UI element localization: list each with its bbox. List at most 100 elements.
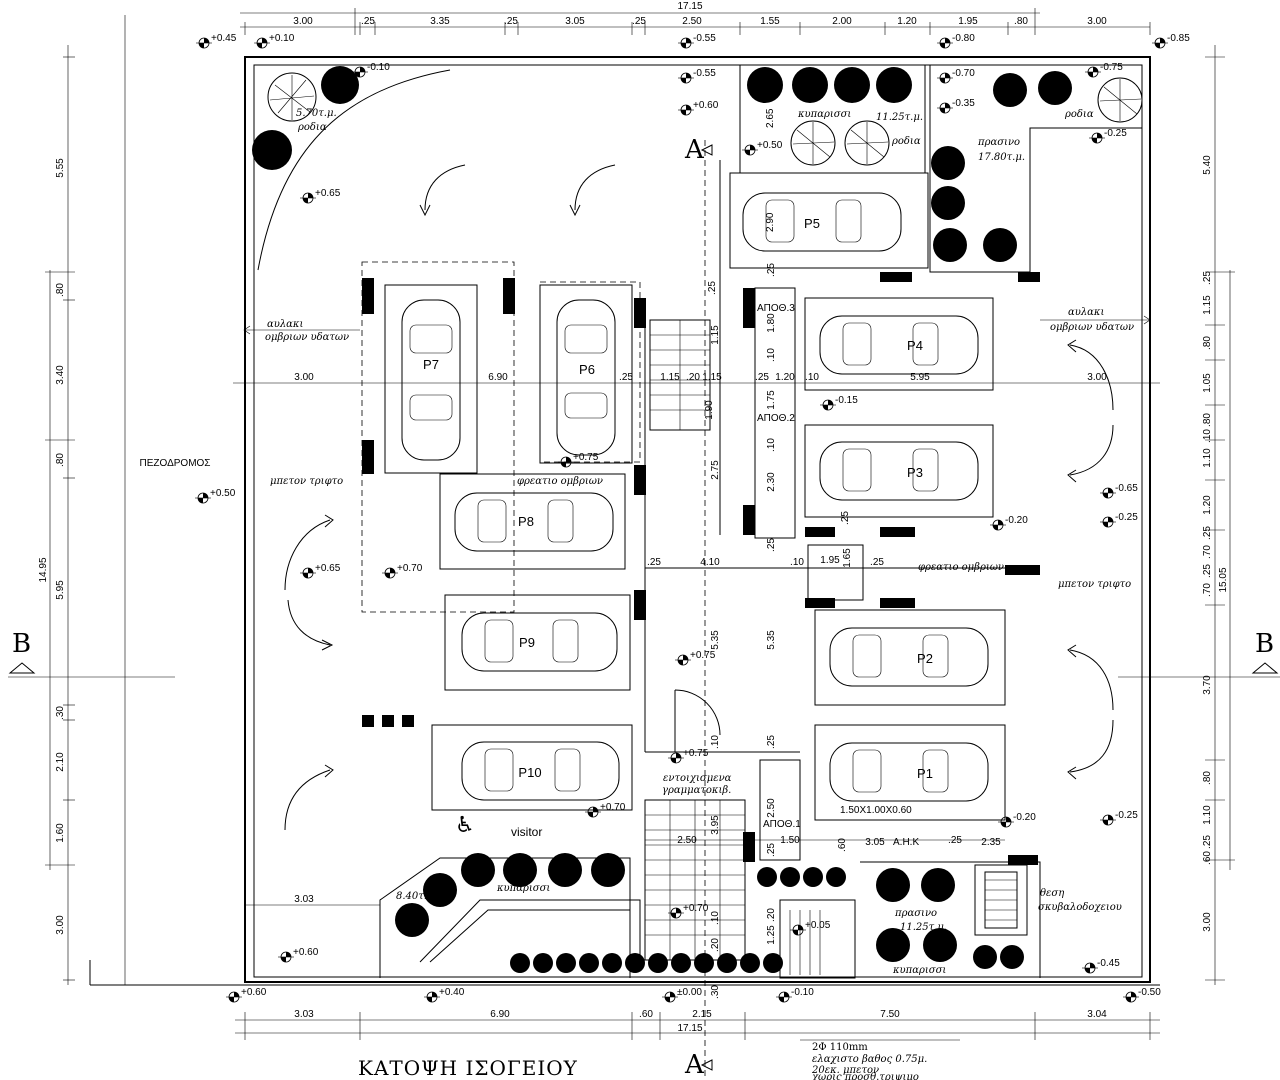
- shrub-icon: [321, 66, 359, 104]
- misc-dim-10: .20: [710, 938, 721, 952]
- level-marker: +0.65: [300, 563, 341, 579]
- stairs: [650, 320, 710, 430]
- row1-dim-11: 3.00: [1087, 372, 1107, 383]
- level-value: -0.70: [952, 68, 975, 79]
- left-dim-5: 5.95: [55, 580, 66, 600]
- left-dim-9: 3.00: [55, 915, 66, 935]
- car-p3: P3: [819, 441, 979, 501]
- misc-dim-12: .60: [837, 838, 848, 852]
- kyparissi-top-area: 11.25τ.μ.: [876, 112, 923, 123]
- section-a-bottom: A: [684, 1050, 705, 1080]
- section-b-markers: B B: [8, 629, 1280, 678]
- level-value: -0.20: [1013, 812, 1036, 823]
- dim-v1: 2.75: [710, 460, 721, 480]
- gutter-right-2: ομβριων υδατων: [1050, 322, 1134, 333]
- row1-dim-6: 1.15: [702, 372, 722, 383]
- level-marker: -0.10: [776, 987, 814, 1003]
- right-dim-7: .10: [1202, 429, 1213, 443]
- left-dim-2: .80: [55, 283, 66, 297]
- right-dim-18: .60: [1202, 851, 1213, 865]
- top-dim-7: 2.50: [682, 16, 702, 27]
- misc-dim-8: .20: [766, 908, 777, 922]
- rodia-label-2: ροδια: [891, 136, 921, 147]
- section-b-left: B: [12, 629, 31, 659]
- row1-dim-4: 1.15: [660, 372, 680, 383]
- garden-bottom: κυπαρισσι 8.40τ.μ.: [379, 799, 1122, 979]
- level-marker: -0.20: [998, 812, 1036, 828]
- misc-dim-4: .25: [766, 538, 777, 552]
- parking-bays: [384, 172, 1006, 821]
- bottom-dim-3: .60: [639, 1009, 653, 1020]
- garden-top-middle: κυπαρισσι 11.25τ.μ. ροδια 2.65: [739, 64, 926, 174]
- level-value: -0.15: [835, 395, 858, 406]
- rodia-label: ροδια: [297, 122, 327, 133]
- level-marker: +0.65: [300, 188, 341, 204]
- misc-dim-15: .25: [766, 843, 777, 857]
- storage-2: ΑΠΟΘ.2: [757, 413, 795, 424]
- shrub-icon: [503, 853, 537, 887]
- mid-dim-5: .25: [870, 557, 884, 568]
- level-marker: +0.05: [790, 920, 831, 936]
- misc-dim-2: .10: [766, 348, 777, 362]
- level-value: +0.65: [315, 188, 341, 199]
- level-value: -0.45: [1097, 958, 1120, 969]
- shrub-icon: [973, 945, 997, 969]
- dim-v6: 2.30: [766, 472, 777, 492]
- level-value: -0.50: [1138, 987, 1161, 998]
- prasino-top: πρασινο: [977, 137, 1020, 148]
- row1-dim-10: 5.95: [910, 372, 930, 383]
- entrance-steps: [644, 799, 746, 961]
- left-dim-3: 3.40: [55, 365, 66, 385]
- shrub-icon: [923, 928, 957, 962]
- top-dim-5: 3.05: [565, 16, 585, 27]
- dim-v3: 5.35: [766, 630, 777, 650]
- level-marker: -0.25: [1100, 512, 1138, 528]
- bottom-inner-dim-2: 1.50: [780, 835, 800, 846]
- top-dim-8: 1.55: [760, 16, 780, 27]
- parking-label-p7: P7: [423, 357, 439, 372]
- top-total-dim: 17.15: [677, 1, 702, 12]
- ramp-arrows-side: [284, 339, 1114, 831]
- garden-top-right: πρασινο 17.80τ.μ. ροδια: [929, 65, 1143, 273]
- shrub-icon: [933, 228, 967, 262]
- shrub-icon: [931, 146, 965, 180]
- bin-label-2: σκυβαλοδοχειου: [1038, 902, 1122, 913]
- beton-left: μπετον τριφτο: [270, 476, 343, 487]
- visitor-label: visitor: [511, 825, 542, 839]
- bottom-dim-5: 7.50: [880, 1009, 900, 1020]
- shrub-icon: [876, 928, 910, 962]
- bottom-inner-dim-4: .25: [948, 835, 962, 846]
- level-marker: +0.75: [675, 650, 716, 666]
- bottom-inner-dim-5: 2.35: [981, 837, 1001, 848]
- row1-dim-1: 3.00: [294, 372, 314, 383]
- left-dimension-chain: 5.55 .80 3.40 .80 5.95 .30 2.10 1.60 3.0…: [38, 15, 211, 985]
- level-marker: -0.70: [937, 68, 975, 84]
- shrub-icon: [591, 853, 625, 887]
- top-dim-3: 3.35: [430, 16, 450, 27]
- shrub-icon: [423, 873, 457, 907]
- level-marker: -0.45: [1082, 958, 1120, 974]
- mid-dim-1: 4.10: [700, 557, 720, 568]
- level-value: -0.25: [1104, 128, 1127, 139]
- left-total-dim: 14.95: [38, 557, 49, 582]
- kyparissi-bottom-2: κυπαρισσι: [892, 965, 946, 976]
- level-value: -0.25: [1115, 810, 1138, 821]
- right-dim-3: 1.15: [1202, 295, 1213, 315]
- hedge-row: [510, 953, 783, 973]
- shrub-icon: [792, 67, 828, 103]
- level-value: -0.25: [1115, 512, 1138, 523]
- parking-label-p10: P10: [518, 765, 541, 780]
- row1-dim-2: 6.90: [488, 372, 508, 383]
- ahk-label: Α.Η.Κ: [893, 837, 919, 848]
- level-value: +0.60: [241, 987, 267, 998]
- level-value: -0.10: [791, 987, 814, 998]
- level-value: -0.20: [1005, 515, 1028, 526]
- mailbox-2: γραμματοκιβ.: [662, 785, 731, 796]
- dim-v11: 2.90: [765, 212, 776, 232]
- level-value: +0.45: [211, 33, 237, 44]
- level-value: -0.75: [1100, 62, 1123, 73]
- inner-dimensions: 3.00 6.90 .25 1.15 .20 1.15 .25 1.20 .10…: [233, 263, 1160, 999]
- mid-dim-3: .10: [790, 557, 804, 568]
- dim-v9: 1.15: [710, 325, 721, 345]
- level-marker: +0.50: [195, 488, 236, 504]
